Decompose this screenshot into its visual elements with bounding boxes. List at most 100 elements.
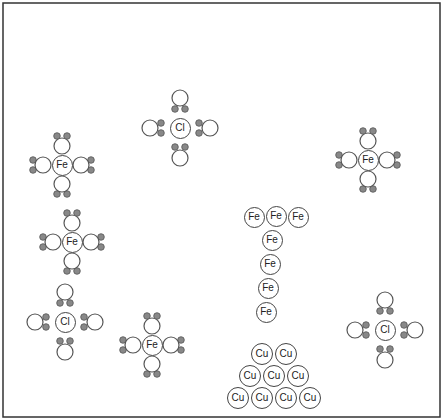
water-molecule — [163, 337, 184, 354]
element-symbol: Fe — [66, 237, 78, 247]
element-symbol: Fe — [266, 235, 278, 245]
water-molecule — [401, 322, 423, 339]
element-symbol: Fe — [56, 160, 68, 170]
hydrogen-dot — [387, 346, 394, 353]
atom-circle: Fe — [258, 278, 279, 299]
element-symbol: Fe — [262, 283, 274, 293]
oxygen-circle — [377, 352, 393, 368]
oxygen-circle — [35, 157, 51, 173]
oxygen-circle — [379, 152, 395, 168]
water-molecule — [196, 120, 218, 137]
water-molecule — [172, 90, 189, 112]
hydrogen-dot — [43, 314, 50, 321]
hydrogen-dot — [158, 120, 165, 127]
hydrogen-dot — [377, 308, 384, 315]
hydrogen-dot — [377, 346, 384, 353]
oxygen-circle — [73, 157, 89, 173]
atom-circle: Cu — [275, 387, 297, 409]
hydrogen-dot — [196, 120, 203, 127]
element-symbol: Cu — [280, 393, 293, 403]
atom-circle: Fe — [266, 206, 287, 227]
oxygen-circle — [202, 120, 218, 136]
water-molecule — [144, 356, 161, 377]
oxygen-circle — [360, 133, 376, 149]
water-molecule — [73, 157, 94, 174]
atom-circle: Cu — [227, 387, 249, 409]
hydrogen-dot — [387, 308, 394, 315]
atom-circle: Cu — [251, 343, 273, 365]
atom-circle: Cu — [299, 387, 321, 409]
water-molecule — [57, 338, 74, 360]
frame-border — [3, 3, 440, 417]
oxygen-circle — [172, 90, 188, 106]
hydrogen-dot — [182, 106, 189, 113]
ion-circle: Fe — [142, 335, 163, 356]
oxygen-circle — [54, 176, 70, 192]
oxygen-circle — [407, 322, 423, 338]
oxygen-circle — [64, 253, 80, 269]
hydrogen-dot — [67, 300, 74, 307]
oxygen-circle — [45, 234, 61, 250]
water-molecule — [54, 133, 71, 154]
ion-circle: Fe — [62, 232, 83, 253]
element-symbol: Cu — [256, 349, 269, 359]
atom-circle: Cu — [251, 387, 273, 409]
element-symbol: Cl — [380, 325, 389, 335]
water-molecule — [54, 176, 71, 197]
ion-circle: Cl — [170, 118, 191, 139]
oxygen-circle — [83, 234, 99, 250]
ion-circle: Fe — [52, 155, 73, 176]
water-molecule — [142, 120, 164, 137]
element-symbol: Cu — [256, 393, 269, 403]
water-molecule — [64, 210, 81, 231]
oxygen-circle — [347, 322, 363, 338]
water-molecule — [360, 171, 377, 192]
element-symbol: Fe — [270, 211, 282, 221]
oxygen-circle — [27, 314, 43, 330]
element-symbol: Fe — [362, 155, 374, 165]
hydrogen-dot — [81, 324, 88, 331]
oxygen-circle — [377, 292, 393, 308]
water-molecule — [120, 337, 141, 354]
hydrogen-dot — [57, 338, 64, 345]
hydrogen-dot — [363, 322, 370, 329]
water-molecule — [172, 144, 189, 166]
hydrogen-dot — [172, 144, 179, 151]
oxygen-circle — [360, 171, 376, 187]
element-symbol: Cu — [232, 393, 245, 403]
ion-circle: Fe — [358, 150, 379, 171]
oxygen-circle — [64, 215, 80, 231]
element-symbol: Fe — [260, 307, 272, 317]
atom-circle: Fe — [260, 254, 281, 275]
water-molecule — [40, 234, 61, 251]
atom-circle: Cu — [239, 365, 261, 387]
hydrogen-dot — [57, 300, 64, 307]
water-molecule — [377, 292, 394, 314]
atom-circle: Cu — [275, 343, 297, 365]
hydrogen-dot — [67, 338, 74, 345]
hydrogen-dot — [401, 332, 408, 339]
water-molecule — [83, 234, 104, 251]
water-molecule — [144, 313, 161, 334]
element-symbol: Cl — [175, 123, 184, 133]
element-symbol: Fe — [146, 340, 158, 350]
water-molecule — [27, 314, 49, 331]
oxygen-circle — [163, 337, 179, 353]
atom-circle: Fe — [256, 302, 277, 323]
hydrogen-dot — [401, 322, 408, 329]
oxygen-circle — [87, 314, 103, 330]
oxygen-circle — [142, 120, 158, 136]
water-molecule — [377, 346, 394, 368]
oxygen-circle — [341, 152, 357, 168]
atom-circle: Fe — [244, 207, 265, 228]
water-molecule — [379, 152, 400, 169]
oxygen-circle — [125, 337, 141, 353]
oxygen-circle — [54, 138, 70, 154]
element-symbol: Cu — [268, 371, 281, 381]
element-symbol: Fe — [264, 259, 276, 269]
oxygen-circle — [172, 150, 188, 166]
ion-circle: Cl — [55, 312, 76, 333]
